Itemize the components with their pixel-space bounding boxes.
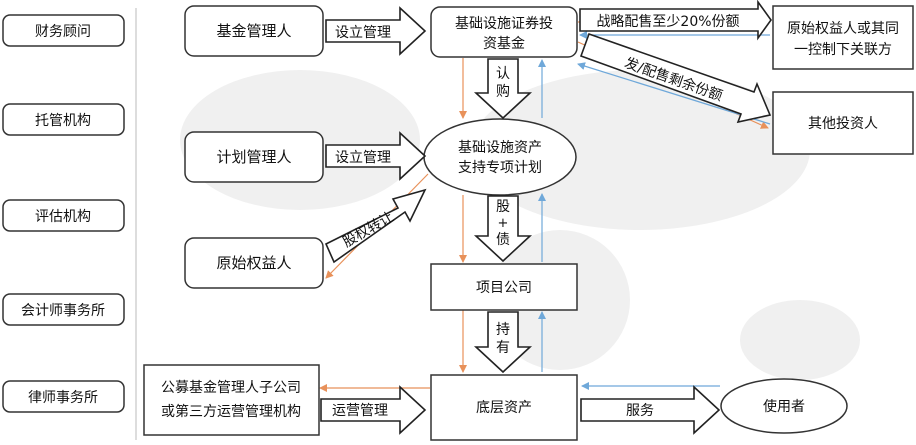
reit-fund-label-line1: 基础设施证券投 bbox=[455, 15, 553, 32]
project-company-box bbox=[430, 263, 578, 311]
label-equity-debt-2: + bbox=[498, 216, 509, 231]
block-arrows bbox=[320, 0, 772, 435]
abs-plan-label-line2: 支持专项计划 bbox=[458, 160, 542, 176]
role-column: 财务顾问 托管机构 评估机构 会计师事务所 律师事务所 bbox=[2, 14, 125, 413]
blue-flows bbox=[538, 31, 771, 390]
arrow-subscribe bbox=[473, 58, 533, 120]
nodes: 基金管理人 基础设施证券投 资基金 原始权益人或其同 一控制下关联方 其他投资人… bbox=[143, 5, 914, 441]
role-box-1 bbox=[2, 103, 125, 136]
label-subscribe-2: 购 bbox=[496, 84, 510, 100]
role-label-4: 律师事务所 bbox=[28, 390, 98, 406]
label-operation-mgmt: 运营管理 bbox=[332, 403, 388, 419]
arrow-hold bbox=[473, 311, 533, 374]
role-label-2: 评估机构 bbox=[35, 209, 91, 225]
arrow-equity-debt bbox=[473, 195, 533, 263]
operator-label-line1: 公募基金管理人子公司 bbox=[161, 379, 301, 396]
arrow-remaining-placement bbox=[579, 32, 772, 124]
arrow-operation-mgmt bbox=[320, 385, 427, 435]
label-establish-plan: 设立管理 bbox=[335, 150, 391, 166]
label-subscribe-1: 认 bbox=[496, 66, 510, 82]
role-label-0: 财务顾问 bbox=[35, 24, 91, 40]
plan-manager-label: 计划管理人 bbox=[216, 148, 291, 166]
role-box-3 bbox=[2, 293, 125, 326]
label-hold-2: 有 bbox=[496, 340, 510, 356]
role-label-1: 托管机构 bbox=[35, 113, 91, 129]
role-box-2 bbox=[2, 199, 125, 232]
arrow-equity-transfer bbox=[324, 188, 427, 264]
arrow-service bbox=[580, 385, 721, 435]
label-strategic-placement: 战略配售至少20%份额 bbox=[596, 14, 739, 30]
label-equity-debt-3: 债 bbox=[496, 232, 510, 248]
original-owner-top-line2: 一控制下关联方 bbox=[794, 42, 892, 58]
reit-fund-box bbox=[430, 6, 578, 58]
original-owner-box bbox=[184, 237, 324, 289]
operator-label-line2: 或第三方运营管理机构 bbox=[161, 403, 301, 420]
label-equity-transfer: 股权转让 bbox=[340, 209, 396, 251]
underlying-asset-box bbox=[430, 374, 578, 441]
role-box-4 bbox=[2, 380, 125, 413]
label-service: 服务 bbox=[626, 403, 654, 419]
project-company-label: 项目公司 bbox=[476, 280, 532, 296]
users-label: 使用者 bbox=[763, 398, 805, 415]
operator-box bbox=[143, 364, 320, 436]
arrow-establish-fund bbox=[325, 6, 427, 56]
other-investors-box bbox=[772, 91, 914, 155]
role-label-3: 会计师事务所 bbox=[21, 303, 105, 319]
abs-plan-label-line1: 基础设施资产 bbox=[458, 139, 542, 156]
abs-plan-ellipse bbox=[423, 118, 577, 196]
label-establish-fund: 设立管理 bbox=[335, 25, 391, 41]
original-owner-top-box bbox=[772, 5, 914, 70]
role-box-0 bbox=[2, 14, 125, 47]
arrow-strategic-placement bbox=[579, 0, 772, 41]
label-hold-1: 持 bbox=[496, 322, 510, 338]
underlying-asset-label: 底层资产 bbox=[476, 400, 532, 416]
reit-fund-label-line2: 资基金 bbox=[483, 35, 525, 52]
original-owner-top-line1: 原始权益人或其同 bbox=[787, 21, 899, 37]
other-investors-label: 其他投资人 bbox=[808, 116, 878, 132]
original-owner-label: 原始权益人 bbox=[216, 254, 291, 272]
plan-manager-box bbox=[184, 131, 324, 183]
fund-manager-label: 基金管理人 bbox=[216, 22, 291, 40]
fund-manager-box bbox=[184, 5, 324, 57]
label-equity-debt-1: 股 bbox=[496, 199, 510, 215]
users-ellipse bbox=[720, 378, 848, 434]
arrow-establish-plan bbox=[325, 131, 427, 181]
